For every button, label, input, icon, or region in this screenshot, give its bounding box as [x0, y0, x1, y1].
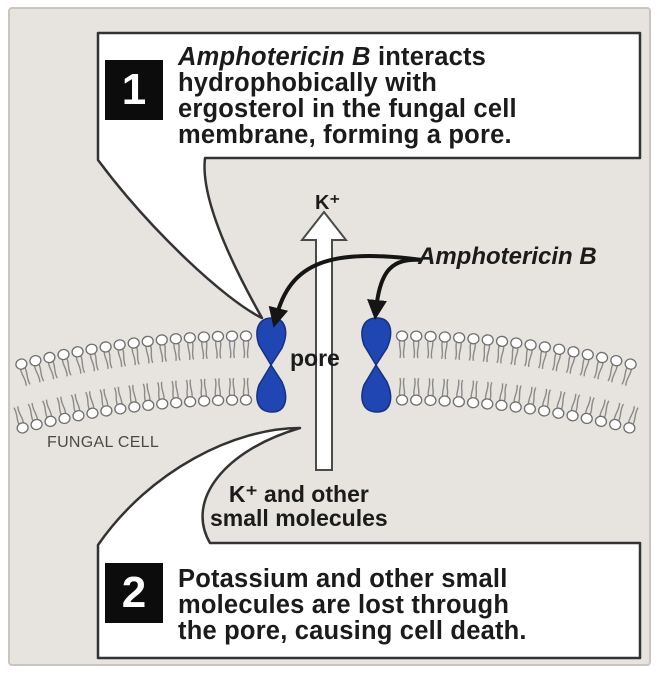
potassium-molecules-label: K⁺ and other small molecules	[210, 482, 388, 530]
step1-drug-name: Amphotericin B	[178, 43, 371, 71]
potassium-label-top: K⁺	[315, 190, 340, 215]
step2-line3: the pore, causing cell death.	[178, 618, 527, 644]
step1-line4: membrane, forming a pore.	[178, 122, 517, 148]
step1-line3: ergosterol in the fungal cell	[178, 96, 517, 122]
step2-line1: Potassium and other small	[178, 566, 527, 592]
fungal-cell-label: FUNGAL CELL	[47, 434, 159, 452]
step1-line2: hydrophobically with	[178, 70, 517, 96]
potassium-molecules-line2: small molecules	[210, 506, 388, 530]
step2-number: 2	[105, 563, 163, 623]
amphotericin-label: Amphotericin B	[418, 243, 597, 271]
step1-line1-rest: interacts	[371, 43, 486, 71]
step2-description: Potassium and other small molecules are …	[178, 566, 527, 644]
potassium-molecules-line1: K⁺ and other	[210, 482, 388, 506]
step2-line2: molecules are lost through	[178, 592, 527, 618]
step1-number: 1	[105, 60, 163, 120]
pore-label: pore	[290, 345, 340, 372]
step1-description: Amphotericin B interacts hydrophobically…	[178, 44, 517, 148]
step1-line1: Amphotericin B interacts	[178, 44, 517, 70]
